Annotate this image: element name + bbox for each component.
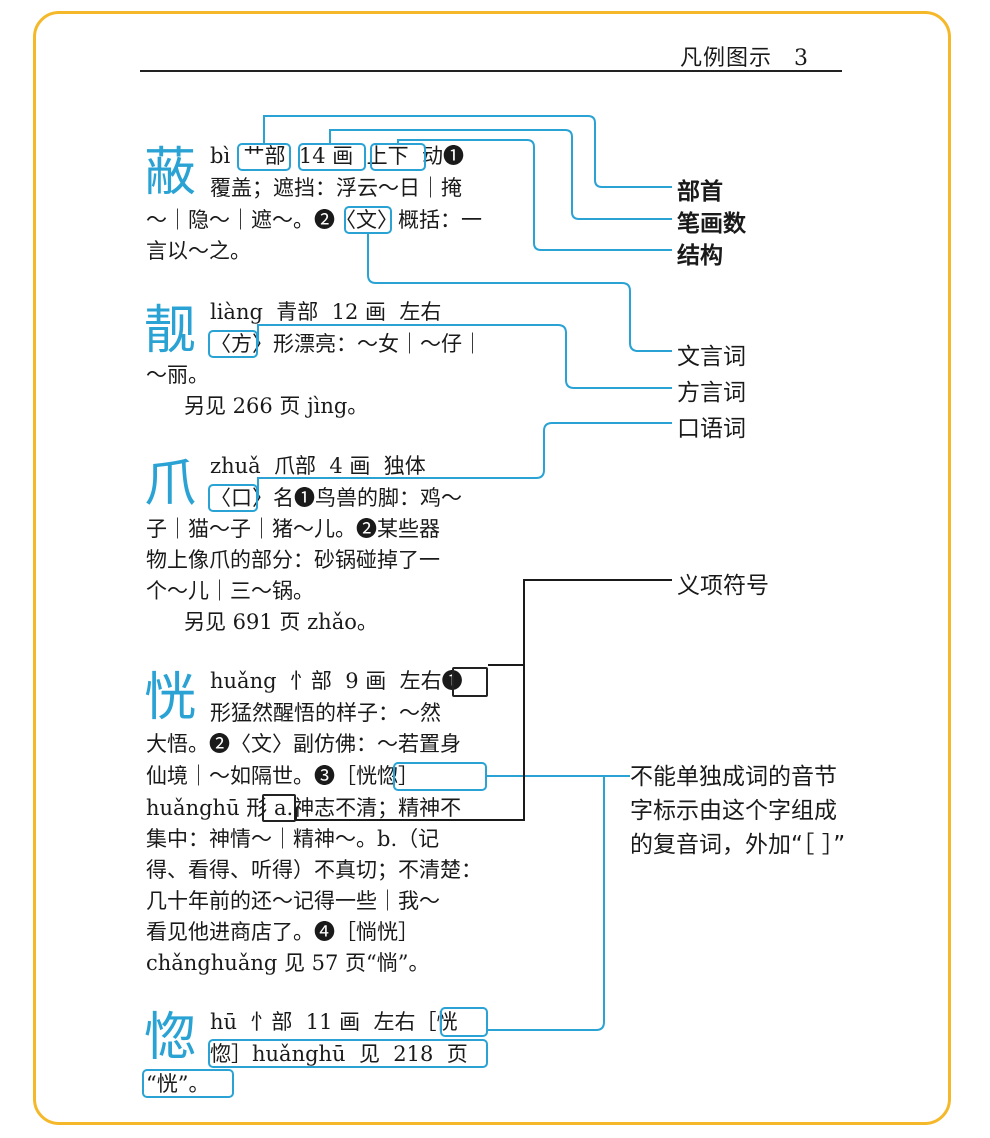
entry-zhua-line: 子｜猫～子｜猪～儿。❷某些器: [146, 517, 440, 541]
entry-liang-line: 〈方〉形漂亮：～女｜～仔｜: [210, 332, 483, 356]
entry-zhua-line: 另见 691 页 zhǎo。: [184, 610, 378, 634]
entry-hu-line: hū 忄部 11 画 左右［恍: [210, 1010, 458, 1034]
entry-liang-line: 另见 266 页 jìng。: [184, 394, 369, 418]
label-colloquial: 口语词: [677, 416, 746, 442]
structure-box: [370, 143, 426, 171]
bracket-leader: [487, 775, 605, 1031]
header-page-number: 3: [794, 46, 810, 71]
entry-bi-line: bì 艹部 14 画 上下 动❶: [210, 144, 464, 168]
entry-huang-heading: 恍: [144, 668, 197, 728]
label-dialect: 方言词: [677, 380, 746, 406]
entry-huang-line: 集中：神情～｜精神～。b.（记: [146, 827, 440, 851]
classical-marker-box: [344, 206, 392, 234]
entry-huang-line: 得、看得、听得）不真切；不清楚：: [146, 858, 482, 882]
entry-hu-line: 惚］huǎnghū 见 218 页: [210, 1042, 468, 1066]
entry-liang-line: ～丽。: [146, 363, 209, 387]
stroke-count-box: [298, 143, 366, 171]
compound-bracket-box-4: [142, 1069, 234, 1098]
entry-huang-line: chǎnghuǎng 见 57 页“惝”。: [146, 951, 430, 975]
page-header: 凡例图示 3: [680, 40, 809, 72]
colloquial-leader: [257, 422, 672, 498]
entry-zhua-line: 〈口〉名❶鸟兽的脚：鸡～: [210, 486, 462, 510]
structure-leader: [397, 139, 672, 251]
entry-bi-heading: 蔽: [144, 143, 197, 203]
entry-zhua-line: zhuǎ 爪部 4 画 独体: [210, 454, 426, 478]
entry-hu-line: “恍”。: [146, 1072, 210, 1096]
entry-huang-line: 仙境｜～如隔世。❸［恍惚］: [146, 764, 419, 788]
entry-liang-line: liàng 青部 12 画 左右: [210, 300, 442, 324]
sense-leader-b: [295, 665, 525, 821]
entry-bi-line: 言以～之。: [146, 239, 251, 263]
label-stroke-count: 笔画数: [677, 211, 746, 237]
entry-huang-line: 大悟。❷〈文〉副仿佛：～若置身: [146, 732, 461, 756]
label-structure: 结构: [677, 243, 723, 269]
entry-liang-heading: 靓: [144, 301, 197, 361]
compound-bracket-box: [393, 762, 487, 791]
classical-leader: [367, 234, 672, 352]
entry-huang-line: 看见他进商店了。❹［惝恍］: [146, 920, 419, 944]
sense-leader: [488, 579, 672, 666]
radical-leader: [263, 115, 672, 188]
label-bound-syllable: 不能单独成词的音节字标示由这个字组成的复音词，外加“［ ］”: [630, 764, 846, 858]
page-frame: [33, 11, 951, 1125]
entry-zhua-heading: 爪: [144, 454, 197, 514]
sense-number-box: [452, 667, 488, 697]
entry-hu-heading: 惚: [144, 1008, 197, 1068]
entry-bi-line: ～｜隐～｜遮～。❷〈文〉概括：一: [146, 208, 482, 232]
label-radical: 部首: [677, 179, 723, 205]
header-rule: [140, 70, 842, 72]
header-title: 凡例图示: [680, 46, 773, 71]
stroke-count-leader: [329, 129, 672, 220]
entry-zhua-line: 个～儿｜三～锅。: [146, 579, 314, 603]
label-classical: 文言词: [677, 344, 746, 370]
entry-huang-line: 几十年前的还～记得一些｜我～: [146, 889, 440, 913]
compound-bracket-box-2: [440, 1007, 488, 1037]
dialect-leader: [257, 324, 672, 389]
entry-bi-line: 覆盖；遮挡：浮云～日｜掩: [210, 176, 462, 200]
radical-box: [237, 143, 291, 171]
compound-bracket-box-3: [208, 1039, 488, 1068]
label-sense-number: 义项符号: [677, 573, 769, 599]
entry-zhua-line: 物上像爪的部分：砂锅碰掉了一: [146, 548, 440, 572]
entry-huang-line: 形猛然醒悟的样子：～然: [210, 701, 441, 725]
